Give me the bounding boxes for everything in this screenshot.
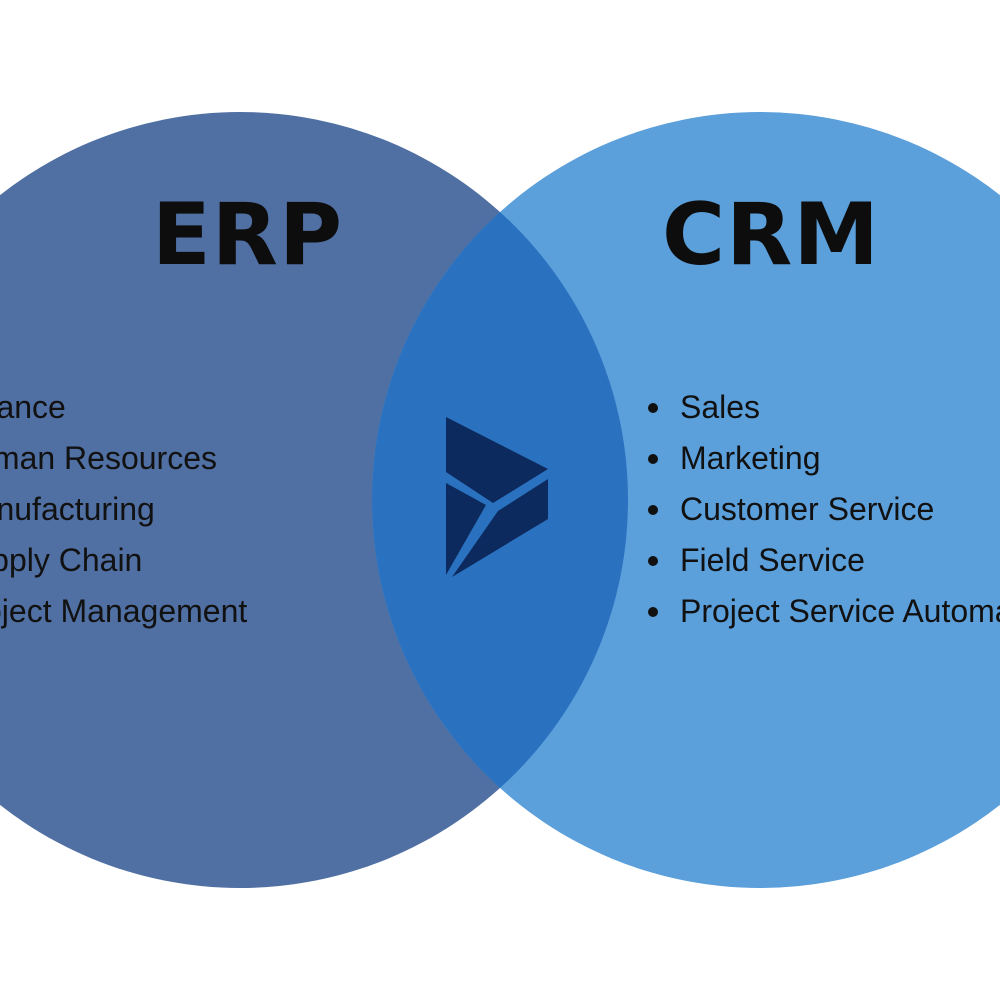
erp-list-item: Finance [0,382,247,433]
erp-list-item: Supply Chain [0,535,247,586]
crm-list-item: Customer Service [647,484,1000,535]
erp-title: ERP [152,185,343,285]
overlap-region [372,112,628,888]
erp-list-item: Human Resources [0,433,247,484]
erp-list-item: Manufacturing [0,484,247,535]
crm-item-list: Sales Marketing Customer Service Field S… [647,382,1000,637]
crm-list-item: Project Service Automation [647,586,1000,637]
crm-list-item: Field Service [647,535,1000,586]
crm-title: CRM [662,185,880,285]
crm-list-item: Sales [647,382,1000,433]
dynamics-logo-icon [446,417,548,577]
erp-item-list: Finance Human Resources Manufacturing Su… [0,382,247,637]
crm-list-item: Marketing [647,433,1000,484]
erp-list-item: Project Management [0,586,247,637]
